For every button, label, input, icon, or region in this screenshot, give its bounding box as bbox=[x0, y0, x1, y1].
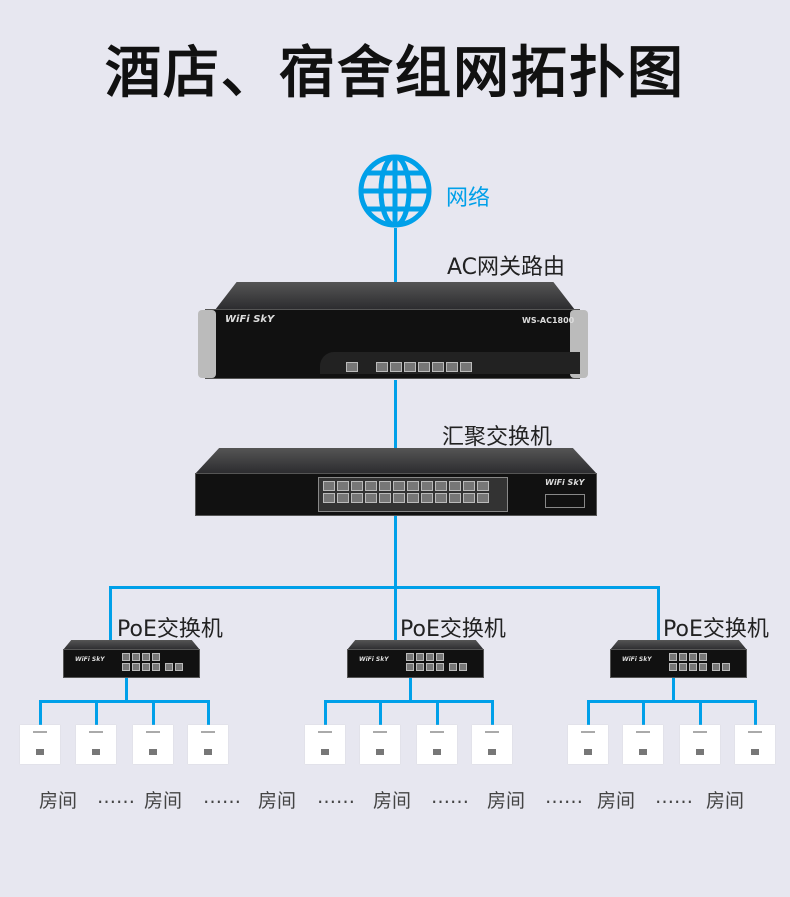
link-line bbox=[409, 678, 412, 702]
network-label: 网络 bbox=[446, 186, 491, 211]
ellipsis-label: …… bbox=[203, 786, 241, 808]
ac-ports bbox=[345, 358, 473, 377]
wall-access-point bbox=[680, 725, 720, 764]
ellipsis-label: …… bbox=[655, 786, 693, 808]
globe-icon bbox=[358, 154, 432, 228]
room-label: 房间 bbox=[373, 790, 412, 812]
link-line bbox=[394, 586, 397, 642]
wall-access-point bbox=[360, 725, 400, 764]
wall-access-point bbox=[305, 725, 345, 764]
room-label: 房间 bbox=[39, 790, 78, 812]
ellipsis-label: …… bbox=[97, 786, 135, 808]
wall-access-point bbox=[417, 725, 457, 764]
room-label: 房间 bbox=[258, 790, 297, 812]
link-line bbox=[152, 700, 155, 725]
ac-model: WS-AC1800 bbox=[522, 316, 575, 325]
aggregation-switch-label: 汇聚交换机 bbox=[442, 425, 553, 450]
poe-brand: WiFi SkY bbox=[359, 656, 389, 663]
room-label: 房间 bbox=[487, 790, 526, 812]
room-label: 房间 bbox=[144, 790, 183, 812]
ellipsis-label: …… bbox=[545, 786, 583, 808]
link-line bbox=[394, 228, 397, 284]
poe-brand: WiFi SkY bbox=[75, 656, 105, 663]
link-line bbox=[109, 586, 112, 642]
wall-access-point bbox=[472, 725, 512, 764]
ellipsis-label: …… bbox=[431, 786, 469, 808]
agg-brand: WiFi SkY bbox=[545, 478, 585, 487]
link-line bbox=[109, 586, 660, 589]
room-label: 房间 bbox=[706, 790, 745, 812]
poe-switch-label: PoE交换机 bbox=[117, 617, 223, 642]
link-line bbox=[394, 516, 397, 588]
wall-access-point bbox=[568, 725, 608, 764]
link-line bbox=[587, 700, 757, 703]
link-line bbox=[587, 700, 590, 725]
wall-access-point bbox=[735, 725, 775, 764]
wall-access-point bbox=[623, 725, 663, 764]
link-line bbox=[657, 586, 660, 642]
ellipsis-label: …… bbox=[317, 786, 355, 808]
ac-brand: WiFi SkY bbox=[225, 314, 275, 325]
link-line bbox=[95, 700, 98, 725]
link-line bbox=[324, 700, 327, 725]
link-line bbox=[207, 700, 210, 725]
link-line bbox=[394, 380, 397, 450]
wall-access-point bbox=[76, 725, 116, 764]
wall-access-point bbox=[188, 725, 228, 764]
ac-label: AC网关路由 bbox=[447, 255, 566, 280]
link-line bbox=[642, 700, 645, 725]
poe-switch-label: PoE交换机 bbox=[663, 617, 769, 642]
link-line bbox=[379, 700, 382, 725]
page-title: 酒店、宿舍组网拓扑图 bbox=[105, 41, 685, 106]
link-line bbox=[436, 700, 439, 725]
link-line bbox=[699, 700, 702, 725]
link-line bbox=[125, 678, 128, 702]
poe-brand: WiFi SkY bbox=[622, 656, 652, 663]
link-line bbox=[39, 700, 42, 725]
wall-access-point bbox=[133, 725, 173, 764]
link-line bbox=[754, 700, 757, 725]
wall-access-point bbox=[20, 725, 60, 764]
link-line bbox=[672, 678, 675, 702]
link-line bbox=[324, 700, 494, 703]
link-line bbox=[39, 700, 210, 703]
link-line bbox=[491, 700, 494, 725]
poe-switch-label: PoE交换机 bbox=[400, 617, 506, 642]
room-label: 房间 bbox=[597, 790, 636, 812]
